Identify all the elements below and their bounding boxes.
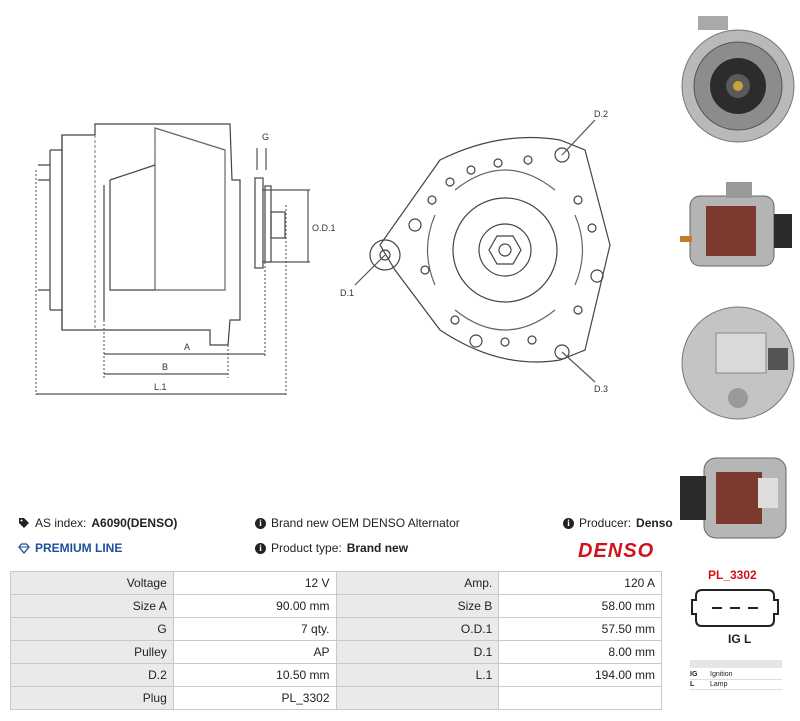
spec-value <box>498 686 662 710</box>
legend-code: L <box>690 681 695 688</box>
spec-value: 7 qty. <box>172 617 337 641</box>
spec-key: Plug <box>10 686 174 710</box>
label-d2: D.2 <box>594 109 608 119</box>
spec-value: PL_3302 <box>172 686 337 710</box>
product-info: AS index: A6090(DENSO) i Brand new OEM D… <box>0 508 673 568</box>
plug-pin-labels: IG L <box>728 632 752 646</box>
premium-line-badge[interactable]: PREMIUM LINE <box>18 541 122 555</box>
spec-value: 194.00 mm <box>498 663 662 687</box>
product-type: i Product type: Brand new <box>255 541 408 555</box>
as-index-label: AS index: <box>35 516 87 530</box>
spec-key: Amp. <box>335 571 500 595</box>
alternator-front-photo[interactable] <box>676 6 800 166</box>
product-photos <box>672 0 800 560</box>
legend-desc: Lamp <box>710 681 728 688</box>
alternator-angle-photo[interactable] <box>676 440 800 555</box>
producer-value: Denso <box>636 516 673 530</box>
producer: i Producer: Denso <box>563 516 673 530</box>
spec-value: AP <box>172 640 337 664</box>
legend-row: L Lamp <box>690 680 782 690</box>
description-text: Brand new OEM DENSO Alternator <box>271 516 460 530</box>
spec-key: Size A <box>10 594 174 618</box>
legend-header-bar <box>690 660 782 668</box>
spec-value: 58.00 mm <box>498 594 662 618</box>
info-icon: i <box>563 517 574 529</box>
spec-key: D.2 <box>10 663 174 687</box>
label-b: B <box>162 362 168 372</box>
info-icon: i <box>255 517 266 529</box>
label-a: A <box>184 342 190 352</box>
legend-row: IG Ignition <box>690 670 782 680</box>
denso-logo: DENSO <box>578 540 655 562</box>
spec-key: O.D.1 <box>335 617 500 641</box>
premium-line-text: PREMIUM LINE <box>35 541 123 555</box>
spec-value: 90.00 mm <box>172 594 337 618</box>
diamond-icon <box>18 542 30 554</box>
product-type-value: Brand new <box>346 541 409 555</box>
spec-key: Pulley <box>10 640 174 664</box>
alternator-side-photo[interactable] <box>676 176 800 286</box>
spec-value: 120 A <box>498 571 662 595</box>
spec-value: 10.50 mm <box>172 663 337 687</box>
spec-value: 57.50 mm <box>498 617 662 641</box>
label-d1: D.1 <box>340 288 354 298</box>
technical-drawing: G O.D.1 A B L.1 D.1 D.2 D.3 <box>35 109 611 395</box>
alternator-rear-photo[interactable] <box>676 288 800 438</box>
as-index-value: A6090(DENSO) <box>91 516 178 530</box>
info-icon: i <box>255 542 266 554</box>
spec-key: Size B <box>335 594 500 618</box>
spec-key: D.1 <box>335 640 500 664</box>
spec-key: L.1 <box>335 663 500 687</box>
plug-connector-diagram <box>691 589 779 627</box>
description: i Brand new OEM DENSO Alternator <box>255 516 460 530</box>
tag-icon <box>19 518 29 528</box>
product-type-label: Product type: <box>271 541 342 555</box>
legend-desc: Ignition <box>710 671 733 678</box>
spec-key: Voltage <box>10 571 174 595</box>
label-g: G <box>262 132 269 142</box>
spec-value: 12 V <box>172 571 337 595</box>
plug-title: PL_3302 <box>708 568 757 582</box>
producer-label: Producer: <box>579 516 632 530</box>
label-od1: O.D.1 <box>312 223 336 233</box>
spec-key <box>335 686 500 710</box>
label-l1: L.1 <box>154 382 167 392</box>
spec-value: 8.00 mm <box>498 640 662 664</box>
legend-code: IG <box>690 671 698 678</box>
label-d3: D.3 <box>594 384 608 394</box>
as-index: AS index: A6090(DENSO) <box>18 516 177 530</box>
spec-key: G <box>10 617 174 641</box>
